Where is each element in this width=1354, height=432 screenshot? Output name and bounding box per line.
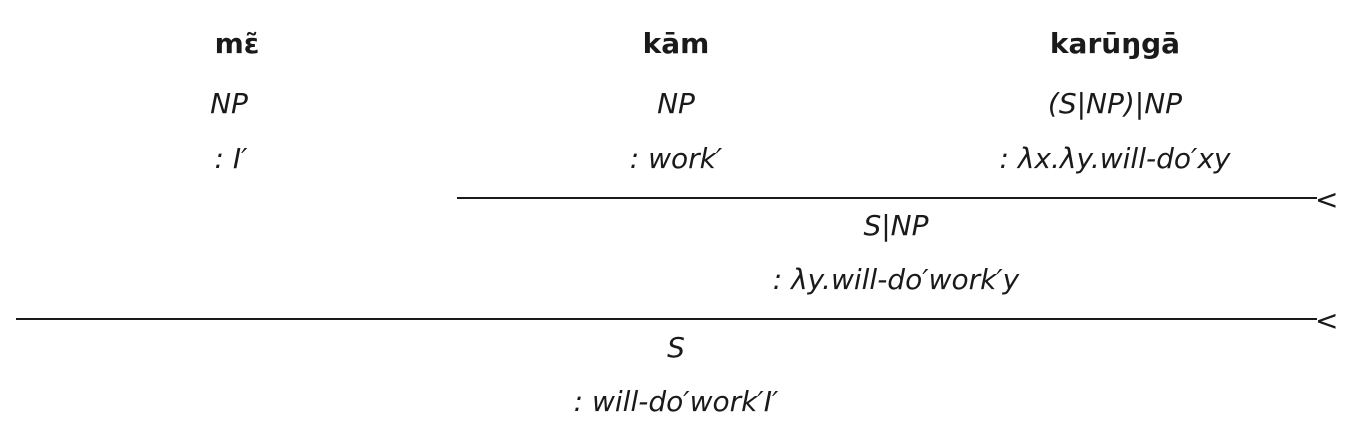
derivation-line-step-2	[16, 318, 1317, 320]
step-1-category: S|NP	[863, 209, 929, 242]
lexical-semantics-karunga: : λx.λy.will-do′xy	[999, 142, 1231, 175]
rule-symbol-step-1: <	[1315, 183, 1339, 216]
lexical-word-me: mɛ̃	[214, 27, 260, 60]
lexical-semantics-me: : I′	[214, 142, 248, 175]
lexical-word-karunga: karūŋgā	[1049, 27, 1181, 60]
lexical-category-me: NP	[210, 87, 248, 120]
lexical-category-karunga: (S|NP)|NP	[1047, 87, 1183, 120]
step-2-semantics: : will-do′work′I′	[573, 385, 779, 418]
lexical-word-kam: kām	[642, 27, 710, 60]
rule-symbol-step-2: <	[1315, 304, 1339, 337]
lexical-semantics-kam: : work′	[629, 142, 723, 175]
step-1-semantics: : λy.will-do′work′y	[772, 263, 1020, 296]
step-2-category: S	[667, 331, 685, 364]
derivation-line-step-1	[457, 197, 1317, 199]
lexical-category-kam: NP	[657, 87, 695, 120]
